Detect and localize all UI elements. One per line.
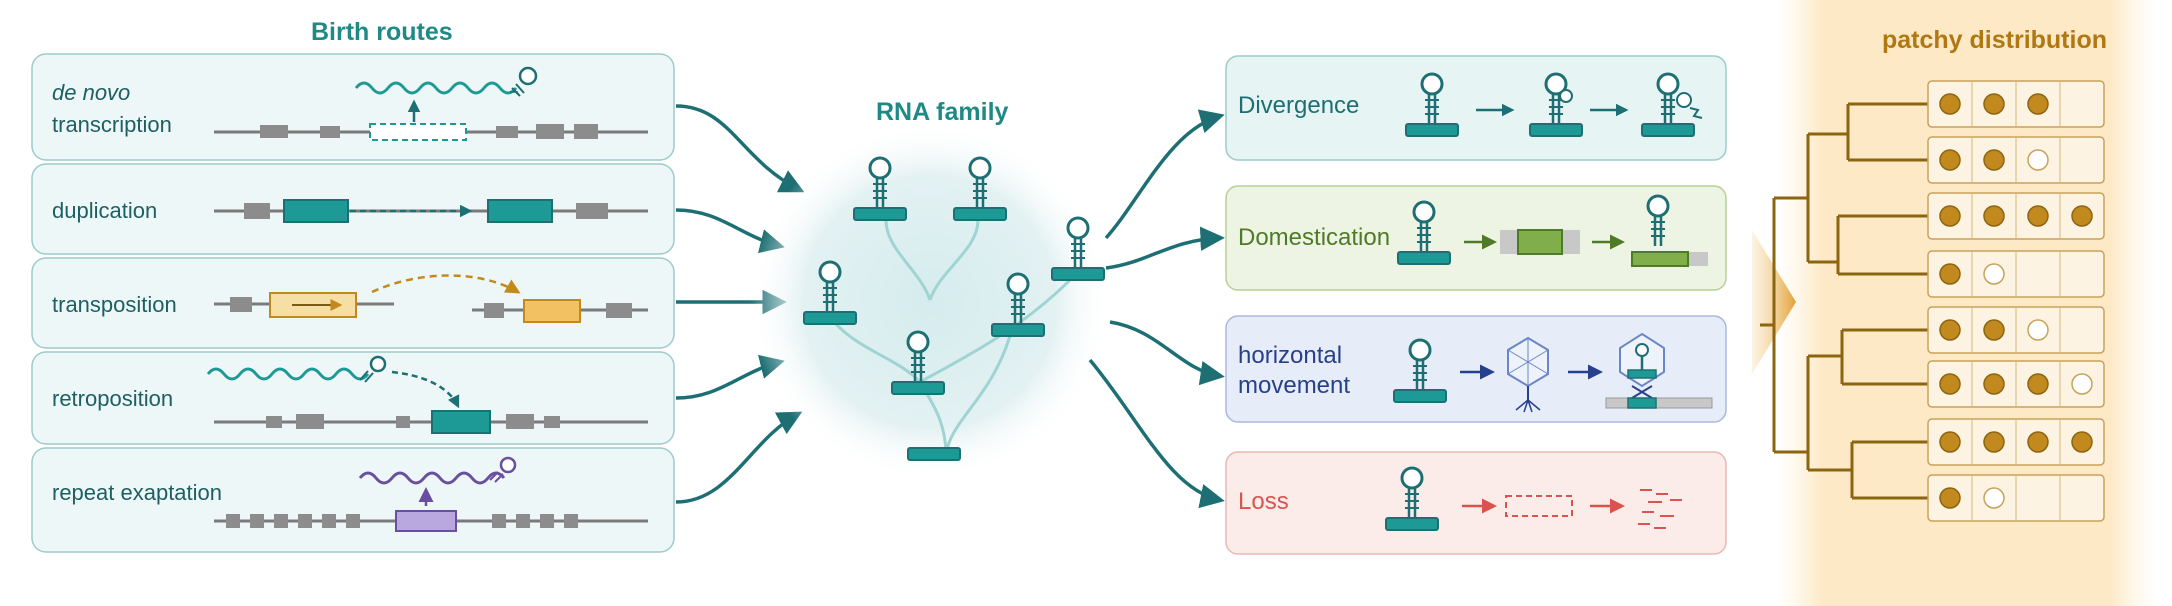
patchy-distribution-panel [1752,0,2156,606]
fate-box-loss [1225,451,1727,555]
fates-panel [1225,55,1727,555]
route-label-transcription: transcription [52,112,172,137]
birth-routes-panel [31,53,675,553]
fate-label-loss: Loss [1238,488,1289,515]
route-label-repeat-exaptation: repeat exaptation [52,480,223,505]
route-box-repeat-exaptation [31,447,675,553]
fate-box-divergence [1225,55,1727,161]
presence-dot [1939,93,1961,115]
patchy-distribution-title: patchy distribution [1882,26,2107,54]
fate-box-horizontal [1225,315,1727,423]
transposition-illustration [214,274,648,323]
fate-label-movement: movement [1238,372,1351,399]
presence-dot [2027,373,2049,395]
route-box-de-novo [31,53,675,161]
horizontal-movement-illustration [1392,332,1713,413]
presence-dot [1983,93,2005,115]
phylogeny-tree [1760,102,1928,500]
route-box-duplication [31,163,675,255]
fate-label-divergence: Divergence [1238,92,1360,119]
repeat-exaptation-illustration [214,456,648,532]
presence-dot [2027,205,2049,227]
rna-family-title: RNA family [876,98,1009,126]
rna-family-cluster [750,122,1110,482]
loss-illustration [1384,466,1682,532]
de-novo-illustration [214,66,648,141]
presence-dot [1939,263,1961,285]
absence-dot [2027,149,2049,171]
presence-dot [1939,149,1961,171]
birth-routes-title: Birth routes [311,18,453,46]
presence-dot [1983,431,2005,453]
divergence-illustration [1404,72,1703,138]
presence-dot [2027,93,2049,115]
presence-dot [1939,487,1961,509]
presence-dot [1939,319,1961,341]
retroposition-illustration [206,355,648,434]
presence-dot [2071,431,2093,453]
presence-dot [1939,373,1961,395]
absence-dot [2027,319,2049,341]
family-to-fates-arrows [1088,109,1225,509]
route-label-retroposition: retroposition [52,386,174,411]
presence-dot [2071,205,2093,227]
presence-dot [1939,205,1961,227]
presence-dot [1983,149,2005,171]
route-label-transposition: transposition [52,292,177,317]
presence-absence-grid [1927,80,2105,522]
fate-label-horizontal: horizontal [1238,342,1343,369]
absence-dot [1983,487,2005,509]
domestication-illustration [1396,194,1708,267]
absence-dot [1983,263,2005,285]
fate-box-domestication [1225,185,1727,291]
presence-dot [1983,373,2005,395]
presence-dot [2027,431,2049,453]
fate-label-domestication: Domestication [1238,224,1391,251]
route-label-de-novo: de novo [52,80,131,105]
presence-dot [1939,431,1961,453]
presence-dot [1983,205,2005,227]
route-label-duplication: duplication [52,198,158,223]
presence-dot [1983,319,2005,341]
absence-dot [2071,373,2093,395]
duplication-illustration [214,199,648,223]
